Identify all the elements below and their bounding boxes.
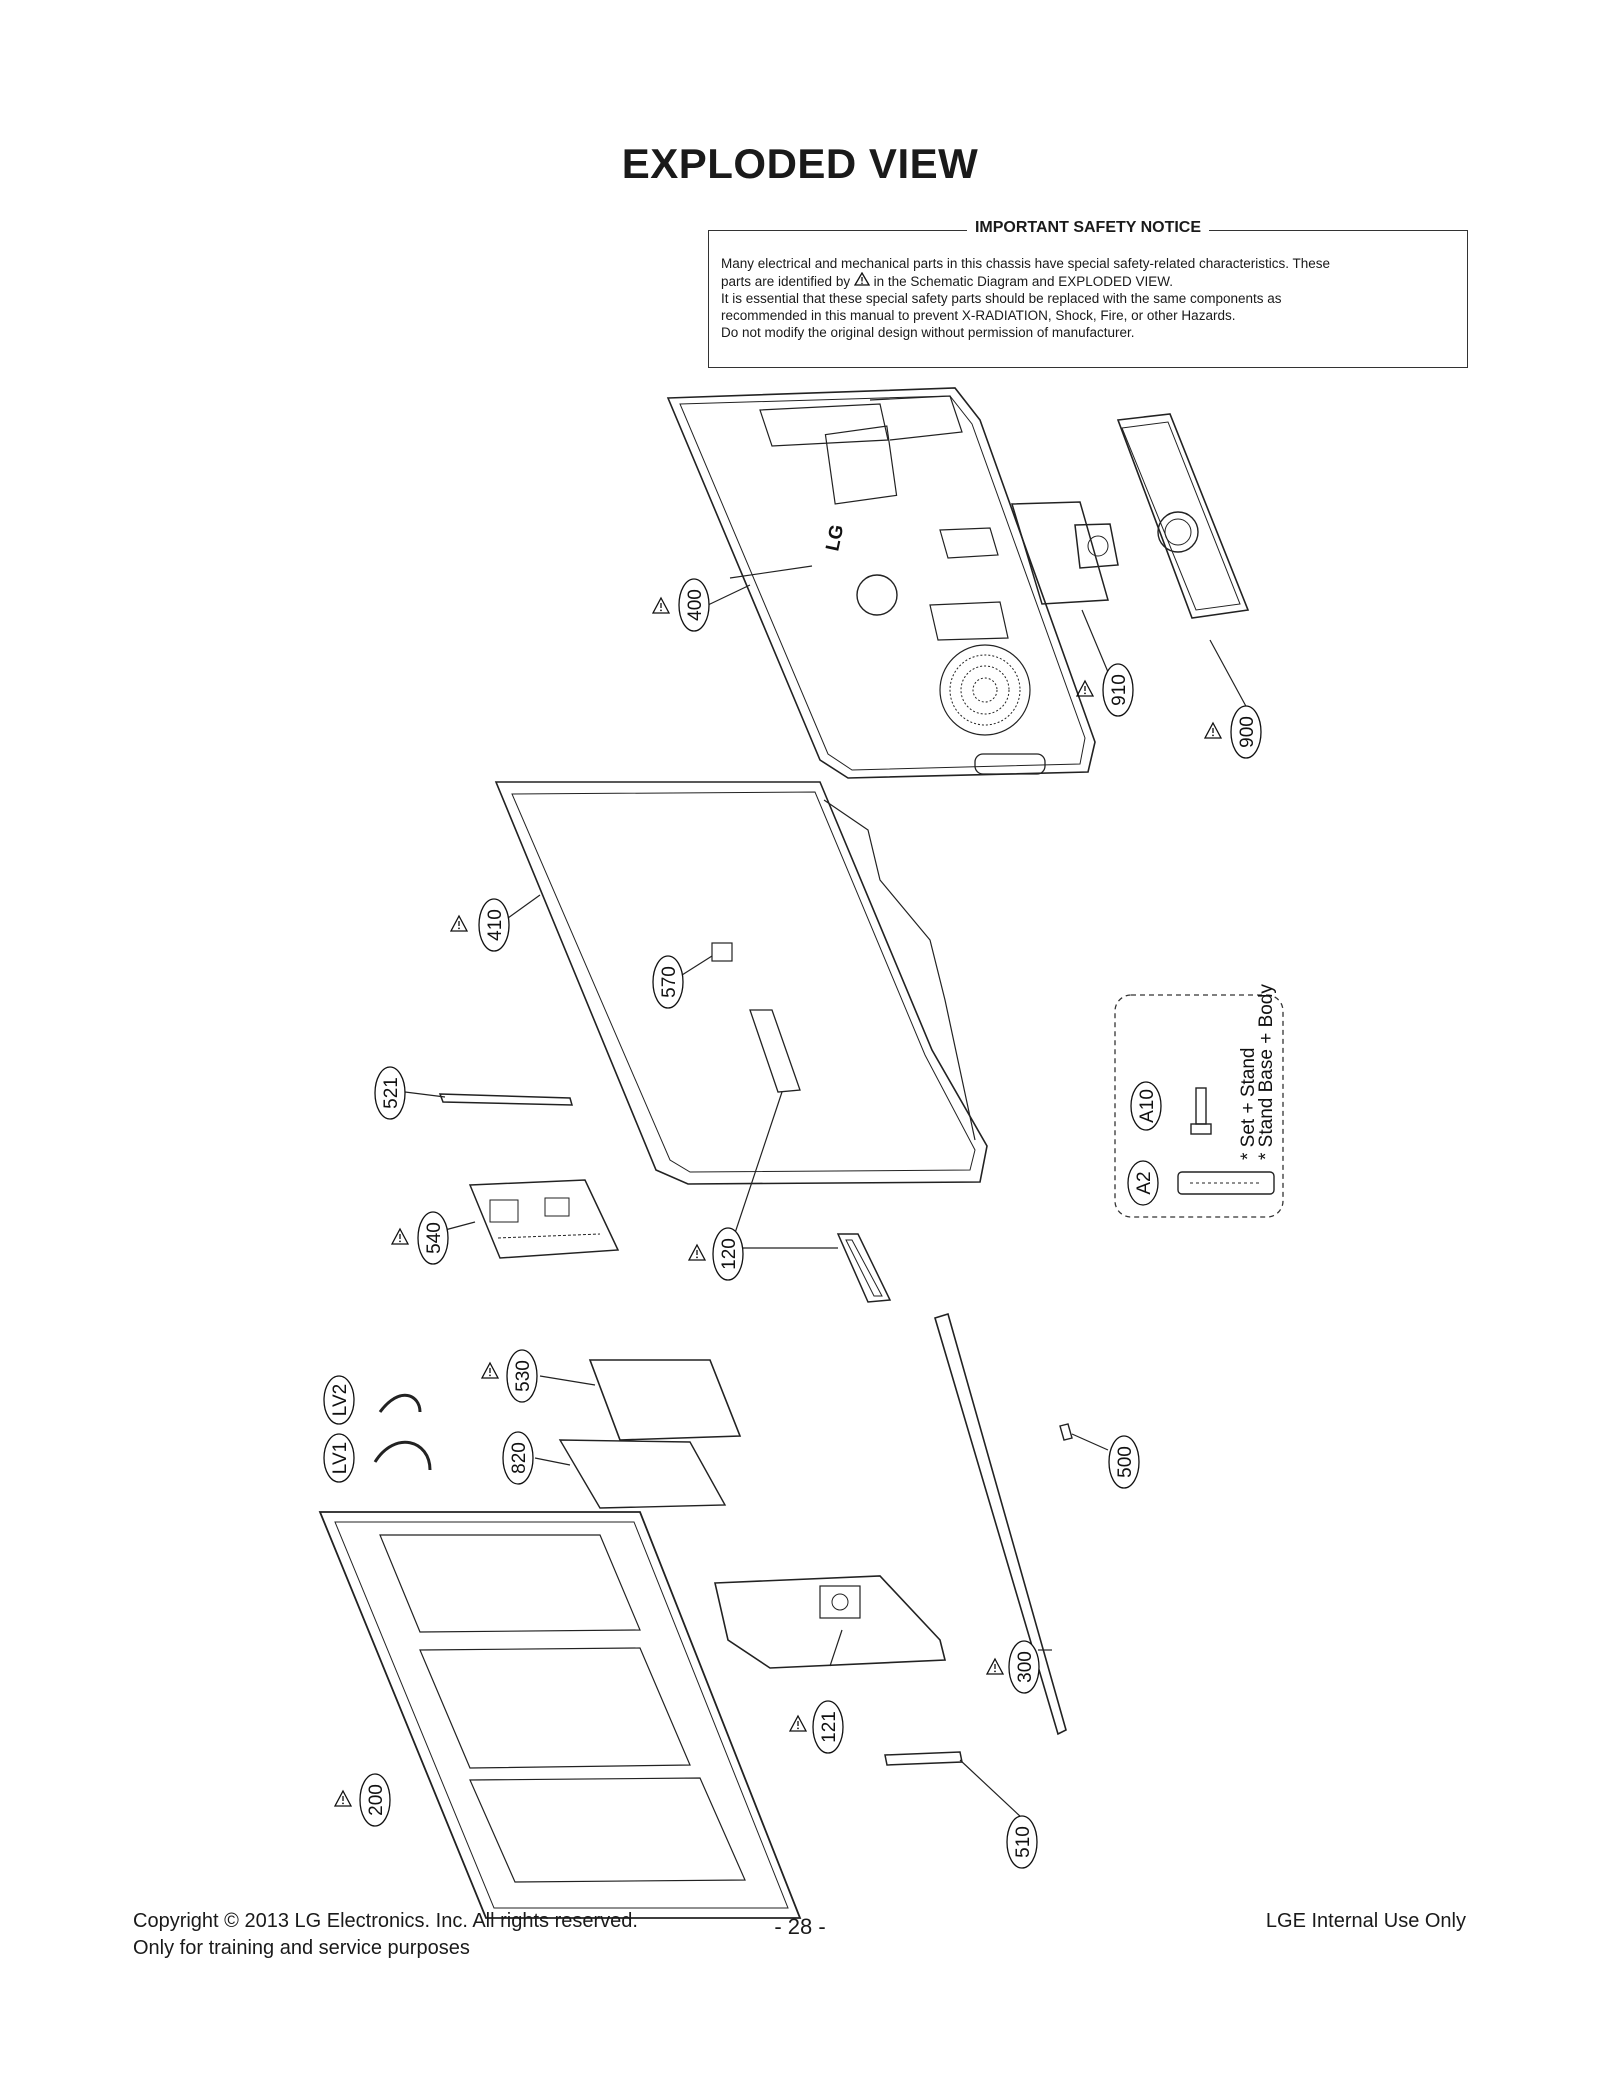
leader-lines bbox=[404, 584, 1249, 1819]
part-label-121: 121 bbox=[819, 1711, 840, 1743]
part-label-300: 300 bbox=[1015, 1651, 1036, 1683]
warning-900-icon bbox=[1204, 722, 1222, 739]
notice-line-1: Many electrical and mechanical parts in … bbox=[721, 256, 1331, 271]
notice-line-4: recommended in this manual to prevent X-… bbox=[721, 308, 1236, 323]
footer-copyright-block: Copyright © 2013 LG Electronics. Inc. Al… bbox=[133, 1908, 638, 1962]
key-button-drawing bbox=[884, 1751, 963, 1766]
part-label-LV2: LV2 bbox=[330, 1384, 351, 1416]
cable-lv1-drawing bbox=[373, 1440, 432, 1471]
footer-training-note: Only for training and service purposes bbox=[133, 1937, 470, 1959]
lcd-module-drawing bbox=[318, 1511, 802, 1919]
stand-body-drawing bbox=[1011, 501, 1119, 605]
remote-control-drawing bbox=[1177, 1171, 1275, 1195]
part-label-A2: A2 bbox=[1134, 1171, 1155, 1194]
frame-strip-drawing bbox=[934, 1312, 1067, 1736]
warning-540-icon bbox=[391, 1228, 409, 1245]
footer-internal-note: LGE Internal Use Only bbox=[1265, 1910, 1466, 1932]
notice-line-2a: parts are identified by bbox=[721, 274, 851, 289]
back-cover-drawing bbox=[666, 387, 1096, 779]
insulation-sheet-drawing bbox=[558, 1439, 727, 1509]
notice-line-3: It is essential that these special safet… bbox=[721, 291, 1282, 306]
part-label-900: 900 bbox=[1237, 716, 1258, 748]
part-label-120: 120 bbox=[719, 1238, 740, 1270]
part-label-910: 910 bbox=[1109, 674, 1130, 706]
part-label-540: 540 bbox=[424, 1222, 445, 1254]
part-label-820: 820 bbox=[509, 1442, 530, 1474]
accessory-note-1: * Set + Stand bbox=[1238, 1048, 1259, 1161]
screw-drawing bbox=[1190, 1087, 1212, 1135]
safety-notice-text: Many electrical and mechanical parts in … bbox=[721, 255, 1455, 341]
warning-530-icon bbox=[481, 1362, 499, 1379]
part-label-510: 510 bbox=[1013, 1826, 1034, 1858]
accessory-note-2: * Stand Base + Body bbox=[1256, 984, 1277, 1160]
part-label-521: 521 bbox=[381, 1077, 402, 1109]
safety-notice-box: IMPORTANT SAFETY NOTICE Many electrical … bbox=[708, 219, 1468, 368]
part-label-530: 530 bbox=[513, 1360, 534, 1392]
notice-line-2: parts are identified by in the Schematic… bbox=[721, 272, 1455, 290]
warning-200-icon bbox=[334, 1790, 352, 1807]
part-labels: 400 910 900 410 570 521 540 120 A10 A2 L… bbox=[323, 578, 1262, 1869]
part-label-410: 410 bbox=[485, 909, 506, 941]
bracket-drawing bbox=[438, 1093, 574, 1106]
page-number: - 28 - bbox=[774, 1914, 826, 1939]
notice-line-2b: in the Schematic Diagram and EXPLODED VI… bbox=[873, 274, 1173, 289]
power-board-drawing bbox=[588, 1359, 742, 1441]
part-label-200: 200 bbox=[366, 1784, 387, 1816]
notice-line-5: Do not modify the original design withou… bbox=[721, 325, 1135, 340]
part-label-500: 500 bbox=[1115, 1446, 1136, 1478]
safety-notice-heading: IMPORTANT SAFETY NOTICE bbox=[966, 219, 1210, 236]
part-label-400: 400 bbox=[685, 589, 706, 621]
cable-lv2-drawing bbox=[378, 1393, 422, 1413]
warning-120-icon bbox=[688, 1244, 706, 1261]
part-label-LV1: LV1 bbox=[330, 1442, 351, 1474]
ir-board-drawing bbox=[1059, 1423, 1073, 1441]
page-title: EXPLODED VIEW bbox=[621, 140, 979, 187]
warning-121-icon bbox=[789, 1715, 807, 1732]
speaker-drawing bbox=[836, 1233, 892, 1303]
stand-base-drawing bbox=[1116, 413, 1250, 619]
part-label-570: 570 bbox=[659, 966, 680, 998]
middle-cabinet-drawing bbox=[494, 781, 988, 1185]
footer-copyright: Copyright © 2013 LG Electronics. Inc. Al… bbox=[133, 1910, 638, 1932]
warning-410-icon bbox=[450, 915, 468, 932]
accessory-box bbox=[1114, 994, 1284, 1218]
main-board-drawing bbox=[468, 1179, 620, 1259]
warning-triangle-icon bbox=[853, 272, 870, 286]
warning-910-icon bbox=[1076, 680, 1094, 697]
part-label-A10: A10 bbox=[1137, 1089, 1158, 1123]
warning-400-icon bbox=[652, 597, 670, 614]
lg-logo: LG bbox=[822, 523, 848, 553]
sub-frame-drawing bbox=[714, 1575, 947, 1669]
warning-300-icon bbox=[986, 1658, 1004, 1675]
warning-markers bbox=[334, 597, 1222, 1807]
